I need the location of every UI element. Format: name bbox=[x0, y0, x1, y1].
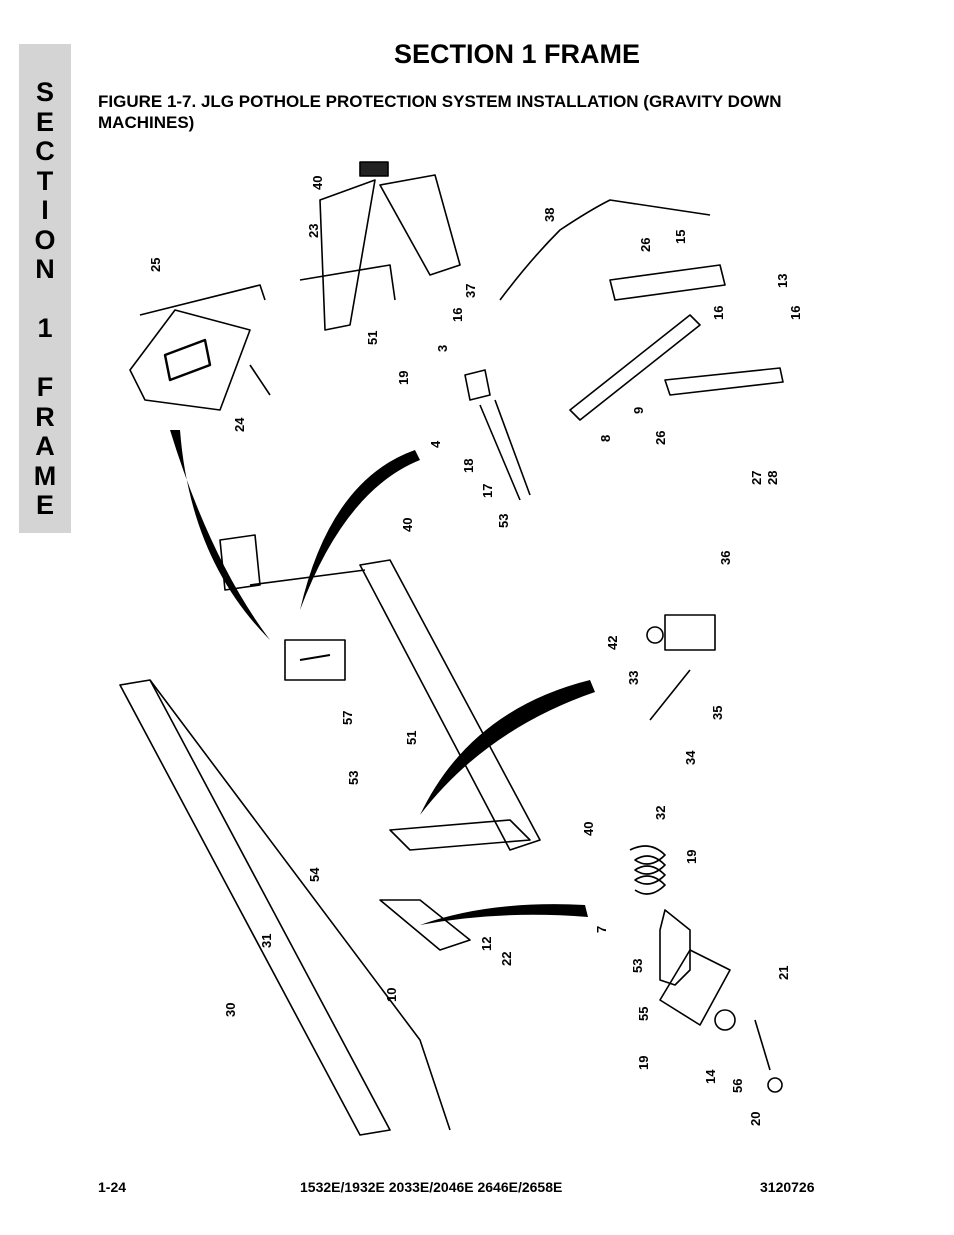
callout-24: 24 bbox=[232, 417, 247, 432]
callout-40: 40 bbox=[581, 822, 596, 836]
callout-27: 27 bbox=[749, 471, 764, 485]
side-tab-letter: I bbox=[41, 195, 49, 225]
callout-53: 53 bbox=[346, 771, 361, 785]
side-tab-letter: F bbox=[36, 372, 54, 402]
side-tab-letter: E bbox=[35, 106, 54, 137]
side-tab-letter: C bbox=[35, 136, 55, 166]
callout-38: 38 bbox=[542, 208, 557, 222]
callout-10: 10 bbox=[384, 988, 399, 1002]
side-tab-letter: 1 bbox=[37, 313, 53, 343]
side-tab-letter: R bbox=[35, 401, 55, 432]
callout-16: 16 bbox=[450, 308, 465, 322]
callout-25: 25 bbox=[148, 258, 163, 272]
callout-51: 51 bbox=[365, 331, 380, 345]
callout-31: 31 bbox=[259, 934, 274, 948]
callout-26: 26 bbox=[653, 431, 668, 445]
callout-34: 34 bbox=[683, 750, 698, 765]
callout-23: 23 bbox=[306, 224, 321, 238]
side-tab-letter: S bbox=[35, 77, 54, 107]
callout-33: 33 bbox=[626, 671, 641, 685]
callout-19: 19 bbox=[636, 1056, 651, 1070]
callout-19: 19 bbox=[684, 850, 699, 864]
callout-19: 19 bbox=[396, 371, 411, 385]
model-list: 1532E/1932E 2033E/2046E 2646E/2658E bbox=[300, 1179, 563, 1195]
callout-3: 3 bbox=[435, 345, 450, 352]
figure-caption: FIGURE 1-7. JLG POTHOLE PROTECTION SYSTE… bbox=[98, 92, 782, 132]
callout-53: 53 bbox=[630, 959, 645, 973]
side-tab-letter: N bbox=[35, 254, 55, 284]
callout-55: 55 bbox=[636, 1007, 651, 1021]
callout-42: 42 bbox=[605, 636, 620, 650]
callout-20: 20 bbox=[748, 1112, 763, 1126]
callout-57: 57 bbox=[340, 711, 355, 725]
exploded-parts-diagram: 40 23 25 51 24 38 26 15 13 37 16 16 16 3… bbox=[119, 161, 803, 1136]
side-tab-letter: M bbox=[33, 460, 57, 491]
callout-15: 15 bbox=[673, 230, 688, 244]
callout-35: 35 bbox=[710, 706, 725, 720]
callout-30: 30 bbox=[223, 1003, 238, 1017]
callout-54: 54 bbox=[307, 867, 322, 882]
callout-21: 21 bbox=[776, 966, 791, 980]
callout-14: 14 bbox=[703, 1069, 718, 1084]
callout-28: 28 bbox=[765, 471, 780, 485]
callout-40: 40 bbox=[400, 518, 415, 532]
callout-12: 12 bbox=[479, 937, 494, 951]
side-tab-letter bbox=[19, 344, 71, 374]
side-tab-letter: T bbox=[36, 165, 54, 196]
callout-51: 51 bbox=[404, 731, 419, 745]
side-tab-letter: A bbox=[35, 431, 55, 461]
callout-32: 32 bbox=[653, 806, 668, 820]
callout-8: 8 bbox=[598, 435, 613, 442]
callout-37: 37 bbox=[463, 284, 478, 298]
callout-40: 40 bbox=[310, 176, 325, 190]
side-tab-letter bbox=[19, 285, 71, 315]
callout-18: 18 bbox=[461, 459, 476, 473]
page-title: SECTION 1 FRAME bbox=[393, 39, 641, 69]
side-tab-letter: E bbox=[35, 490, 54, 520]
page-number: 1-24 bbox=[98, 1179, 127, 1195]
callout-16: 16 bbox=[788, 306, 803, 320]
callout-56: 56 bbox=[730, 1079, 745, 1093]
callout-16: 16 bbox=[711, 306, 726, 320]
callout-26: 26 bbox=[638, 238, 653, 252]
callout-22: 22 bbox=[499, 952, 514, 966]
callout-17: 17 bbox=[480, 484, 495, 498]
callout-9: 9 bbox=[631, 407, 646, 414]
callout-13: 13 bbox=[775, 274, 790, 288]
callout-53: 53 bbox=[496, 514, 511, 528]
callout-4: 4 bbox=[428, 440, 443, 448]
side-tab-letter: O bbox=[34, 224, 56, 255]
callout-7: 7 bbox=[594, 926, 609, 933]
callout-36: 36 bbox=[718, 551, 733, 565]
document-number: 3120726 bbox=[760, 1179, 815, 1195]
